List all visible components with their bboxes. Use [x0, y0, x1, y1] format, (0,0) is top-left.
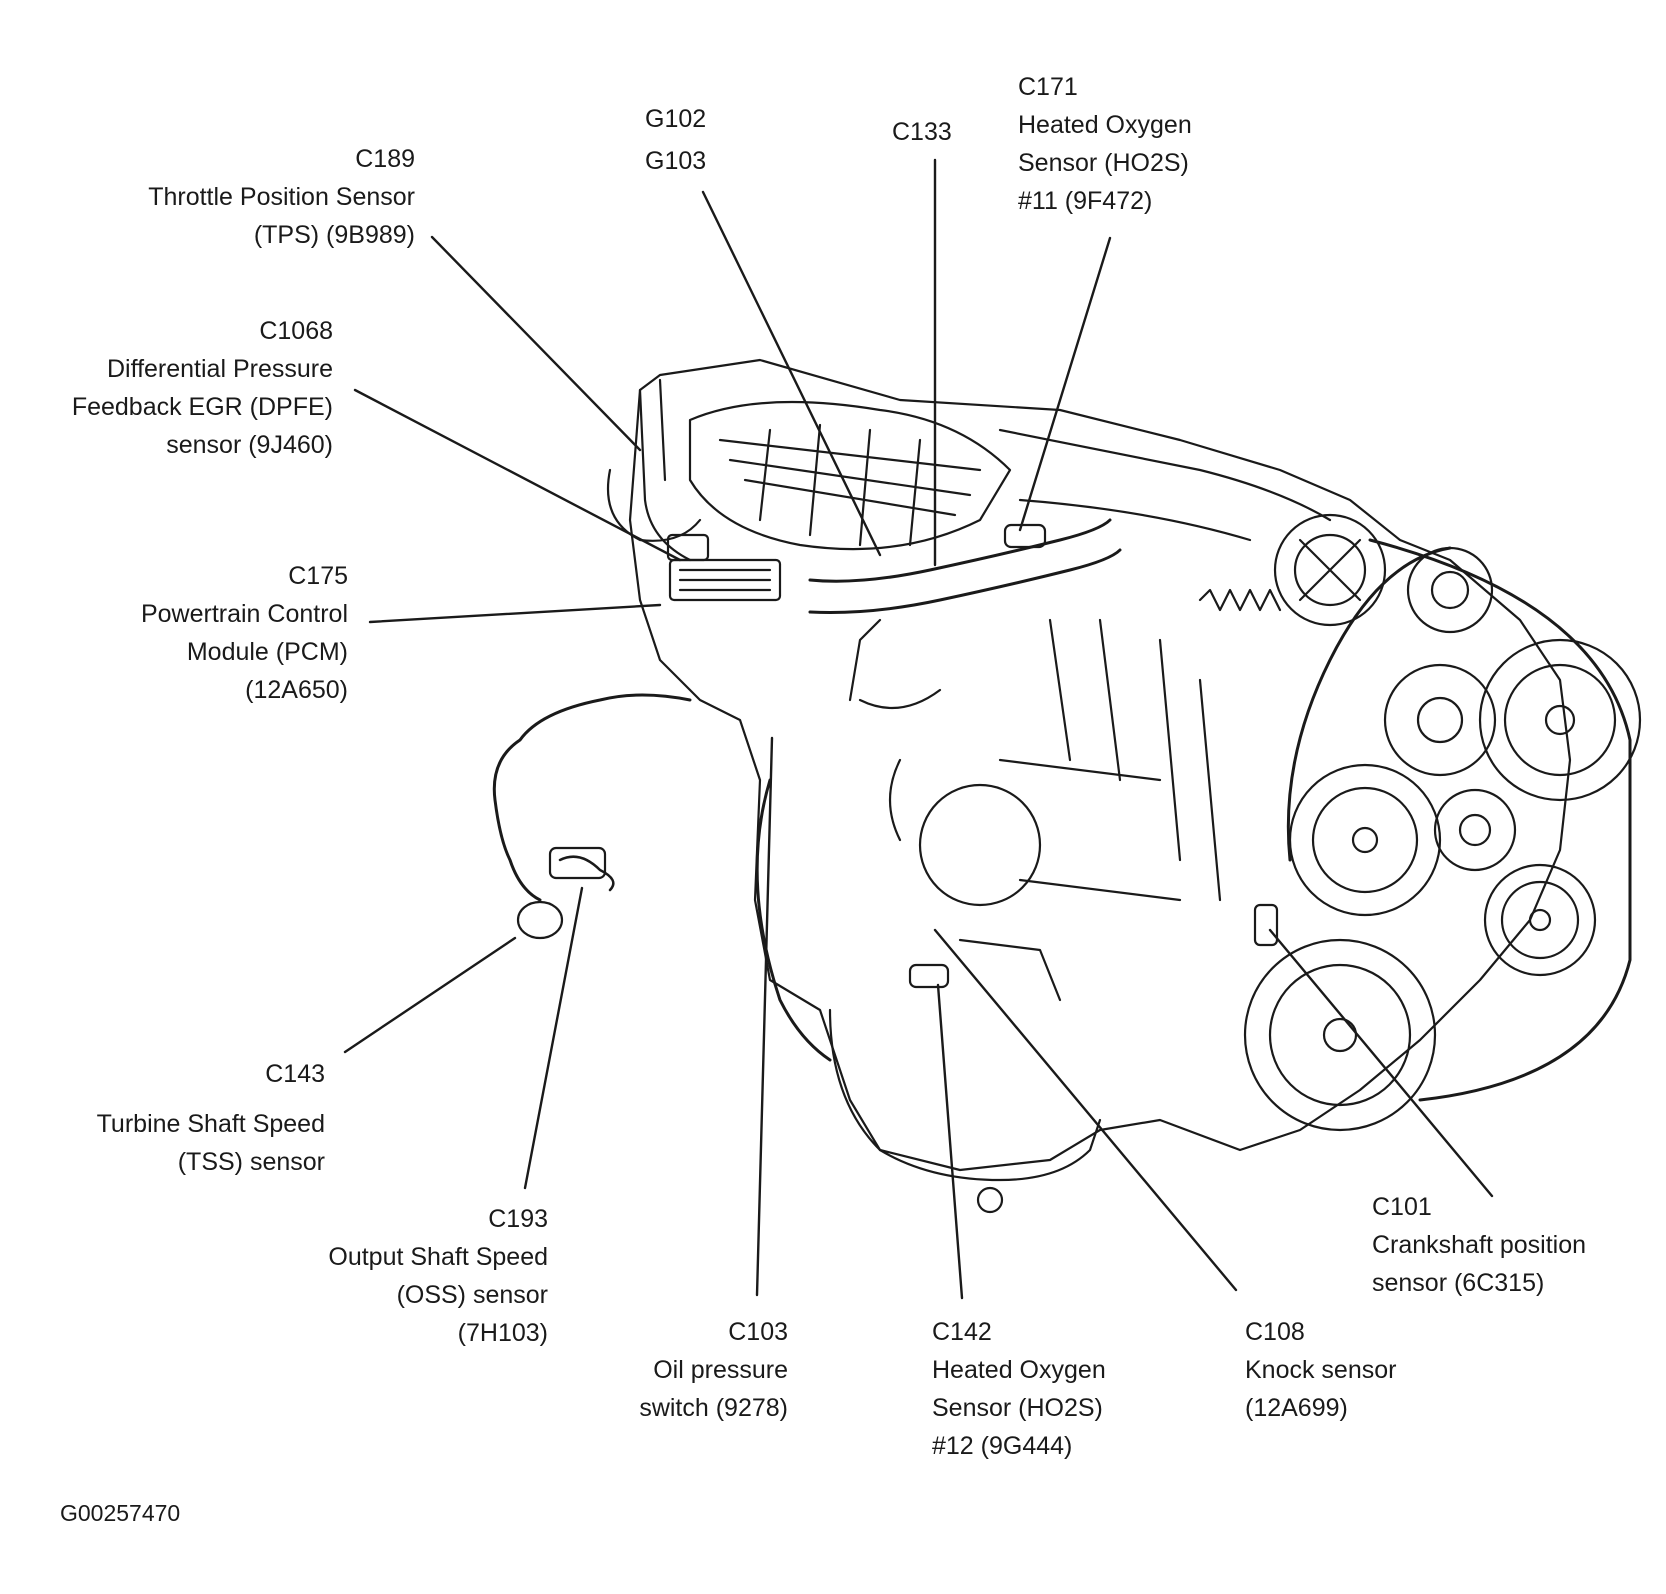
- serpentine-belt: [1286, 538, 1632, 1102]
- callout-c133: C133: [892, 113, 952, 151]
- pcm-connector-shape: [668, 558, 782, 602]
- part-number: switch (9278): [639, 1394, 788, 1422]
- ground-id: G102: [645, 105, 707, 133]
- callout-c171: C171 Heated Oxygen Sensor (HO2S) #11 (9F…: [1018, 68, 1192, 220]
- component-name: Feedback EGR (DPFE): [71, 393, 333, 421]
- callout-c142: C142 Heated Oxygen Sensor (HO2S) #12 (9G…: [932, 1313, 1106, 1465]
- alternator: [1273, 513, 1387, 627]
- callout-c101: C101 Crankshaft position sensor (6C315): [1372, 1188, 1586, 1302]
- component-name: Crankshaft position: [1372, 1231, 1587, 1259]
- flywheel: [755, 778, 832, 1062]
- component-name: (OSS) sensor: [396, 1281, 548, 1309]
- connector-id: C103: [728, 1318, 788, 1346]
- part-number: #11 (9F472): [1018, 187, 1153, 215]
- part-number: #12 (9G444): [932, 1432, 1073, 1460]
- component-name: Powertrain Control: [140, 600, 348, 628]
- component-name: Turbine Shaft Speed: [96, 1110, 325, 1138]
- callout-g102-g103: G102 G103: [645, 100, 706, 180]
- component-name: Heated Oxygen: [932, 1356, 1106, 1384]
- figure-id: G00257470: [60, 1500, 181, 1526]
- component-name: Sensor (HO2S): [1018, 149, 1189, 177]
- intake-manifold: [688, 400, 1012, 551]
- callout-c175: C175 Powertrain Control Module (PCM) (12…: [40, 557, 348, 709]
- part-number: (12A699): [1245, 1394, 1348, 1422]
- oil-pan: [828, 1008, 1102, 1182]
- part-number: (7H103): [457, 1319, 548, 1347]
- connector-id: C193: [488, 1205, 548, 1233]
- component-name: Differential Pressure: [106, 355, 333, 383]
- connector-id: C108: [1245, 1318, 1305, 1346]
- part-number: (TPS) (9B989): [253, 221, 415, 249]
- part-number: sensor (9J460): [166, 431, 333, 459]
- connector-id: C189: [355, 145, 415, 173]
- pulley-set: [1243, 546, 1642, 1132]
- coolant-hose: [808, 518, 1112, 583]
- part-number: (12A650): [245, 676, 348, 704]
- callout-c143: C143 Turbine Shaft Speed (TSS) sensor: [40, 1055, 325, 1181]
- engine-block-outline: [628, 358, 1572, 1172]
- ground-id: G103: [645, 147, 707, 175]
- connector-id: C101: [1372, 1193, 1432, 1221]
- component-name: Knock sensor: [1245, 1356, 1397, 1384]
- callout-c108: C108 Knock sensor (12A699): [1245, 1313, 1396, 1427]
- egr-housing: [918, 783, 1042, 907]
- connector-id: C142: [932, 1318, 992, 1346]
- coil-spring: [1198, 588, 1282, 612]
- callout-c189: C189 Throttle Position Sensor (TPS) (9B9…: [40, 140, 415, 254]
- component-name: Sensor (HO2S): [932, 1394, 1103, 1422]
- component-name: Oil pressure: [653, 1356, 788, 1384]
- callout-c1068: C1068 Differential Pressure Feedback EGR…: [20, 312, 333, 464]
- throttle-body: [638, 378, 692, 562]
- part-number: (TSS) sensor: [177, 1148, 325, 1176]
- component-name: Heated Oxygen: [1018, 111, 1192, 139]
- connector-id: C171: [1018, 73, 1078, 101]
- transmission-harness: [492, 693, 692, 902]
- part-number: sensor (6C315): [1372, 1269, 1545, 1297]
- callout-c193: C193 Output Shaft Speed (OSS) sensor (7H…: [240, 1200, 548, 1352]
- connector-id: C143: [265, 1060, 325, 1088]
- leader-lines: [343, 158, 1494, 1300]
- connector-id: C1068: [259, 317, 333, 345]
- component-name: Output Shaft Speed: [328, 1243, 548, 1271]
- component-name: Throttle Position Sensor: [148, 183, 415, 211]
- connector-id: C133: [892, 118, 952, 146]
- connector-id: C175: [288, 562, 348, 590]
- component-name: Module (PCM): [186, 638, 348, 666]
- callout-c103: C103 Oil pressure switch (9278): [560, 1313, 788, 1427]
